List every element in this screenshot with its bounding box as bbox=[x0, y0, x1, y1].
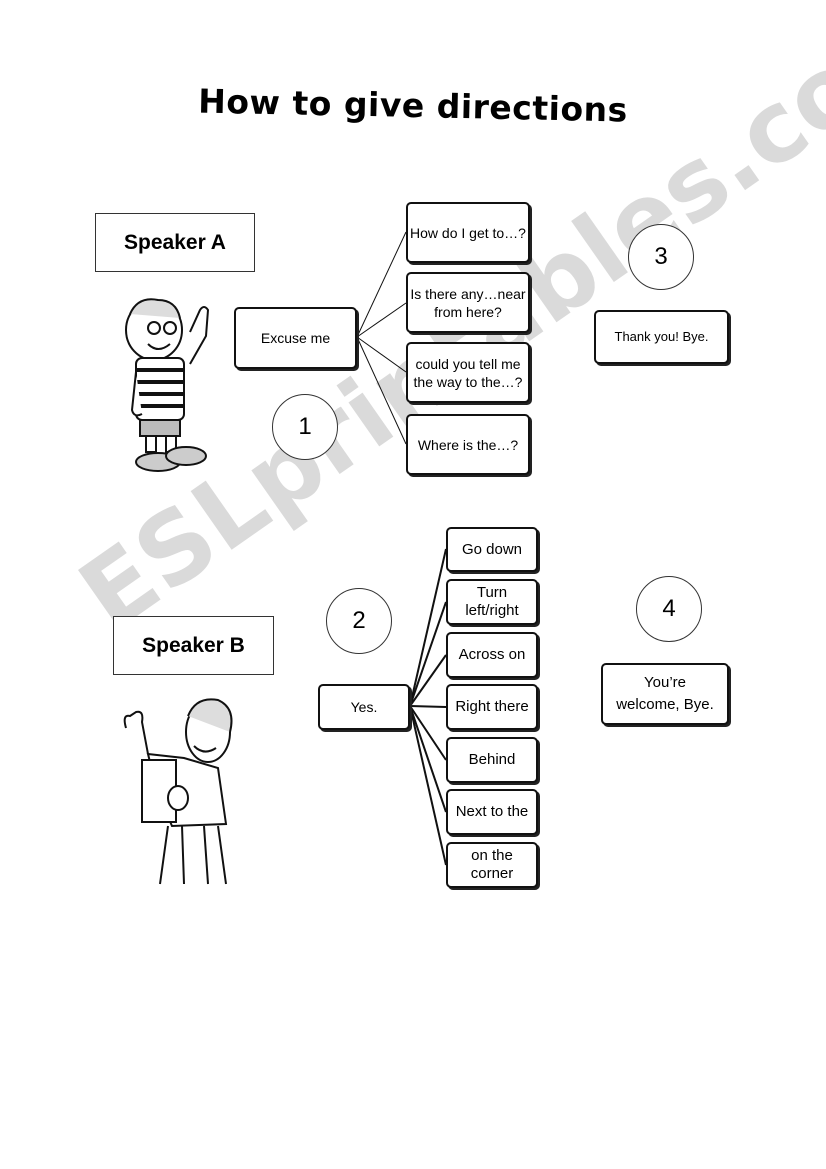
answer-box-2: Turn left/right bbox=[446, 579, 538, 625]
question-box-2: Is there any…near from here? bbox=[406, 272, 530, 333]
answer-box-1: Go down bbox=[446, 527, 538, 572]
question-box-4: Where is the…? bbox=[406, 414, 530, 475]
answer-box-3: Across on bbox=[446, 632, 538, 678]
speaker-a-label: Speaker A bbox=[95, 213, 255, 272]
man-pointing-illustration bbox=[123, 698, 233, 885]
boy-waving-illustration bbox=[125, 298, 210, 472]
answer-box-6: Next to the bbox=[446, 789, 538, 835]
thank-you-box: Thank you! Bye. bbox=[594, 310, 729, 364]
step-1-circle: 1 bbox=[272, 394, 338, 460]
excuse-me-box: Excuse me bbox=[234, 307, 357, 369]
answer-box-7: on the corner bbox=[446, 842, 538, 888]
answer-box-5: Behind bbox=[446, 737, 538, 783]
question-box-3: could you tell me the way to the…? bbox=[406, 342, 530, 403]
answer-box-4: Right there bbox=[446, 684, 538, 730]
question-box-1: How do I get to…? bbox=[406, 202, 530, 263]
step-3-circle: 3 bbox=[628, 224, 694, 290]
youre-welcome-box: You’re welcome, Bye. bbox=[601, 663, 729, 725]
step-2-circle: 2 bbox=[326, 588, 392, 654]
step-4-circle: 4 bbox=[636, 576, 702, 642]
yes-box: Yes. bbox=[318, 684, 410, 730]
speaker-b-label: Speaker B bbox=[113, 616, 274, 675]
